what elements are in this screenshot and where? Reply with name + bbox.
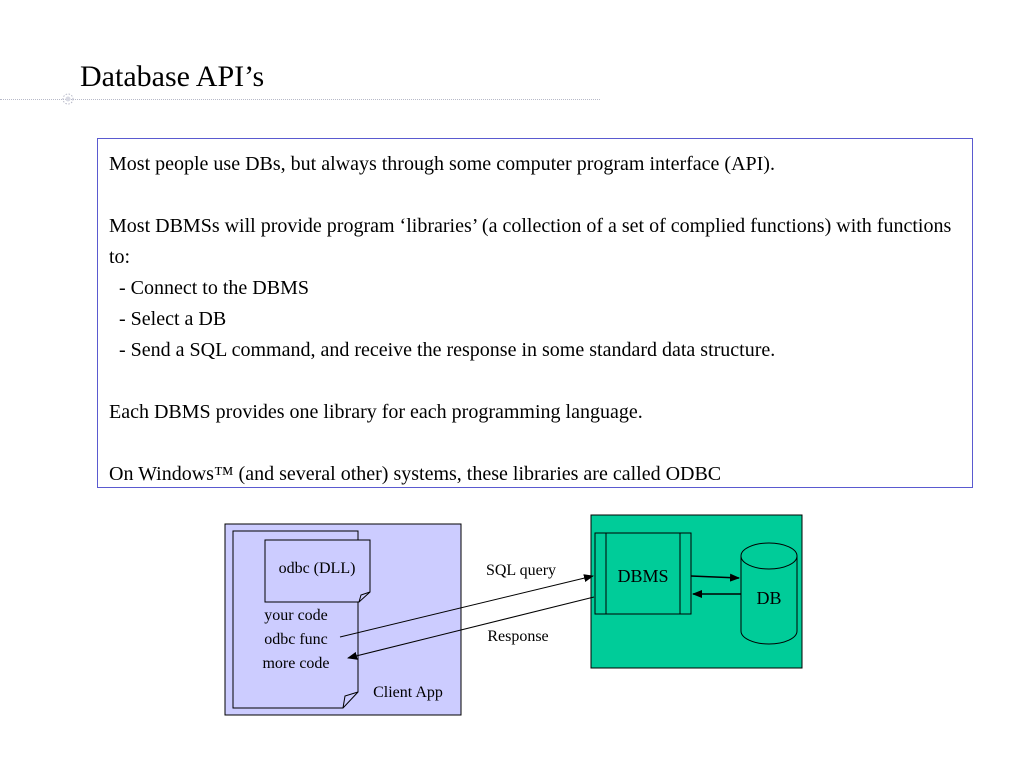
paragraph-libraries: Most DBMSs will provide program ‘librari…: [109, 215, 952, 268]
client-code-document-fold: [342, 691, 359, 709]
bullet-send-sql: - Send a SQL command, and receive the re…: [119, 339, 776, 361]
code-line-more-code: more code: [262, 655, 329, 672]
content-text-box: Most people use DBs, but always through …: [97, 138, 973, 488]
db-cylinder-top: [740, 542, 798, 570]
response-label: Response: [487, 628, 548, 645]
client-app-label: Client App: [373, 684, 443, 701]
paragraph-per-language: Each DBMS provides one library for each …: [109, 401, 643, 423]
title-divider: [0, 99, 600, 100]
dll-label: odbc (DLL): [279, 560, 356, 577]
paragraph-api-usage: Most people use DBs, but always through …: [109, 153, 775, 175]
db-cylinder: [740, 556, 798, 645]
code-line-odbc-func: odbc func: [264, 631, 328, 648]
paragraph-odbc: On Windows™ (and several other) systems,…: [109, 463, 722, 485]
dll-document: [264, 539, 371, 603]
dbms-label: DBMS: [617, 566, 668, 586]
code-line-your-code: your code: [264, 607, 328, 624]
dbms-to-db-arrow: [690, 573, 740, 582]
bullet-connect: - Connect to the DBMS: [119, 277, 309, 299]
dll-document-fold: [358, 591, 371, 603]
sql-query-arrow: [339, 574, 594, 638]
sql-query-label: SQL query: [486, 562, 556, 579]
db-label: DB: [756, 588, 781, 608]
dbms-box: [594, 532, 692, 615]
slide-title: Database API’s: [80, 60, 265, 93]
title-ornament-icon: [62, 93, 74, 105]
bullet-select-db: - Select a DB: [119, 308, 227, 330]
response-arrow: [347, 596, 595, 660]
